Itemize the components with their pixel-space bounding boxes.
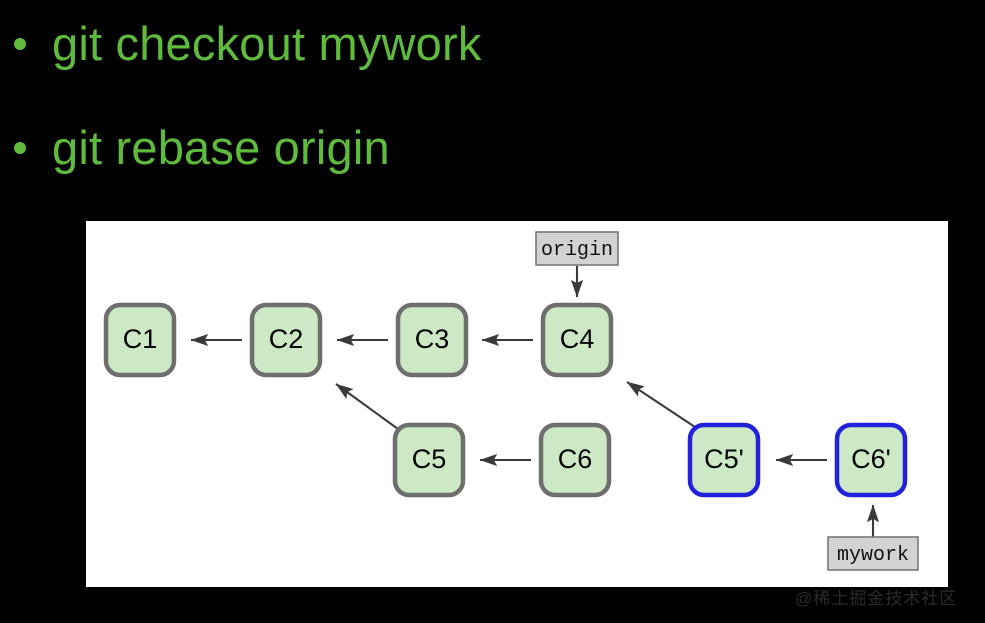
node-c6[interactable]: C6 xyxy=(538,422,612,498)
watermark: @稀土掘金技术社区 xyxy=(795,589,958,608)
node-c3[interactable]: C3 xyxy=(395,302,469,378)
ref-label-mywork[interactable]: mywork xyxy=(827,536,919,571)
node-shape xyxy=(392,422,466,498)
list-item: git rebase origin xyxy=(14,120,390,176)
node-shape xyxy=(103,302,177,378)
node-c4[interactable]: C4 xyxy=(540,302,614,378)
node-label: C1 xyxy=(123,324,158,354)
node-c6-prime[interactable]: C6' xyxy=(834,422,908,498)
ref-box xyxy=(827,536,919,571)
ref-label-text: mywork xyxy=(837,544,909,567)
node-label: C3 xyxy=(415,324,450,354)
bullet-text: git checkout mywork xyxy=(52,17,482,70)
edge-layer xyxy=(190,266,880,538)
node-shape xyxy=(687,422,761,498)
ref-label-origin[interactable]: origin xyxy=(535,231,619,266)
node-shape xyxy=(540,302,614,378)
list-item: git checkout mywork xyxy=(14,16,482,72)
node-c5[interactable]: C5 xyxy=(392,422,466,498)
bullet-text: git rebase origin xyxy=(52,121,390,174)
edge-c5-c2 xyxy=(335,383,399,430)
bullet-dot-icon xyxy=(14,38,26,50)
git-commit-graph-panel: C1 C2 C3 C4 C5 C6 xyxy=(86,221,948,587)
node-label: C5 xyxy=(412,444,447,474)
node-c1[interactable]: C1 xyxy=(103,302,177,378)
node-c5-prime[interactable]: C5' xyxy=(687,422,761,498)
node-c2[interactable]: C2 xyxy=(249,302,323,378)
node-shape xyxy=(538,422,612,498)
node-label: C2 xyxy=(269,324,304,354)
edge-c5p-c4 xyxy=(626,381,699,430)
node-shape xyxy=(395,302,469,378)
node-label: C6' xyxy=(851,444,891,474)
commit-graph-svg: C1 C2 C3 C4 C5 C6 xyxy=(103,231,919,571)
node-label: C6 xyxy=(558,444,593,474)
node-shape xyxy=(834,422,908,498)
node-shape xyxy=(249,302,323,378)
ref-label-text: origin xyxy=(541,239,613,262)
node-label: C5' xyxy=(704,444,744,474)
node-label: C4 xyxy=(560,324,595,354)
bullet-dot-icon xyxy=(14,142,26,154)
ref-box xyxy=(535,231,619,266)
